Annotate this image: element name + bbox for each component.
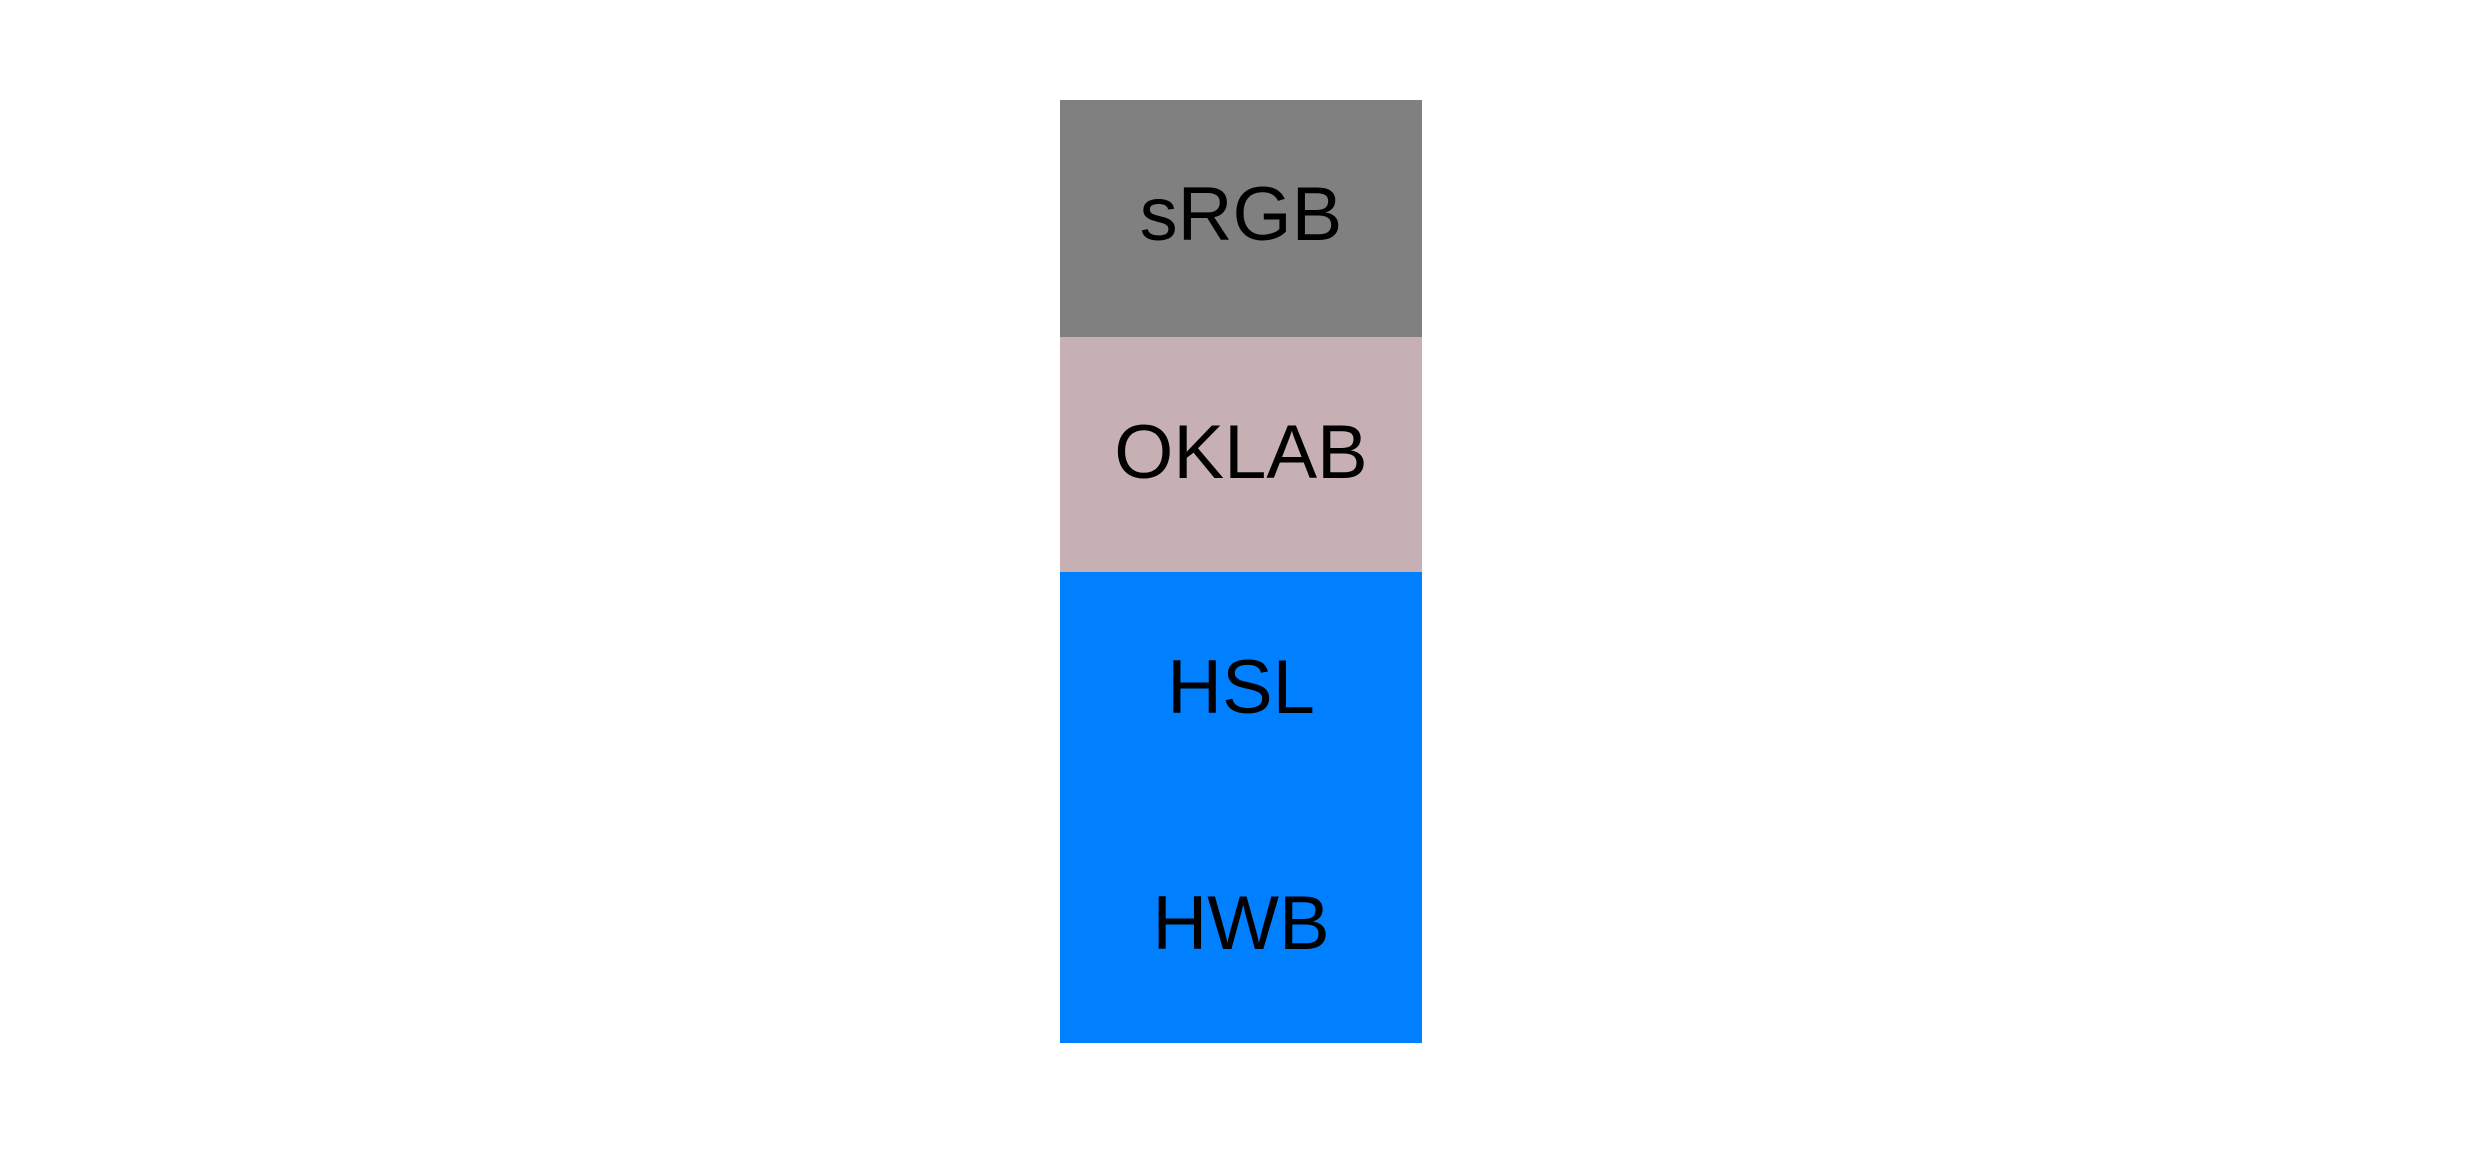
color-swatch-stack: sRGB OKLAB HSL HWB (1060, 100, 1422, 1043)
swatch-srgb[interactable]: sRGB (1060, 100, 1422, 337)
swatch-hsl[interactable]: HSL (1060, 572, 1422, 808)
swatch-srgb-label: sRGB (1139, 171, 1343, 257)
swatch-oklab-label: OKLAB (1114, 409, 1368, 495)
swatch-hsl-label: HSL (1167, 645, 1315, 730)
swatch-hwb-label: HWB (1152, 880, 1330, 966)
swatch-oklab[interactable]: OKLAB (1060, 337, 1422, 572)
swatch-hwb[interactable]: HWB (1060, 808, 1422, 1043)
